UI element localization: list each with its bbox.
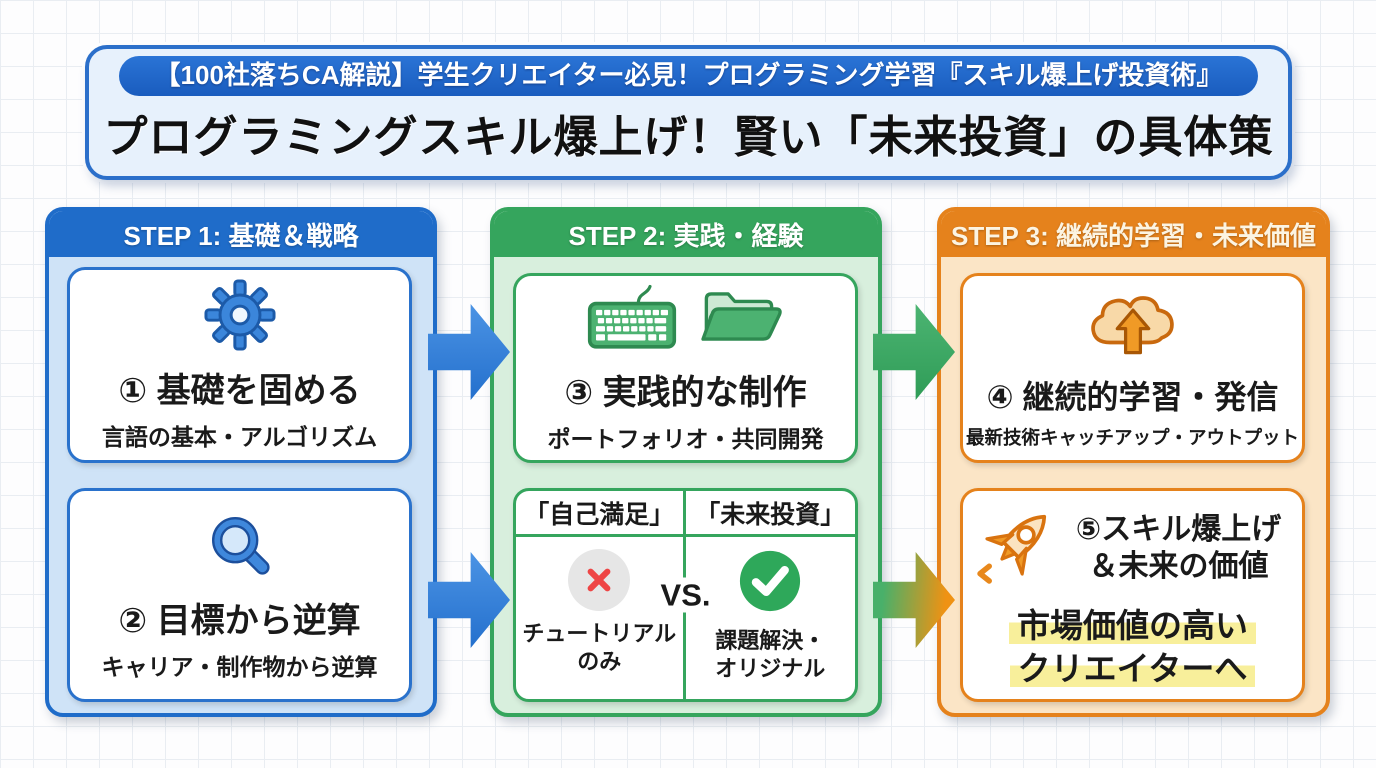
card-build-foundation: ① 基礎を固める 言語の基本・アルゴリズム <box>67 267 412 463</box>
card3-title: ③ 実践的な制作 <box>564 374 807 412</box>
card2-title: ② 目標から逆算 <box>118 602 361 640</box>
page-title: プログラミングスキル爆上げ！賢い「未来投資」の具体策 <box>103 112 1274 162</box>
vs-comparison-table: 「自己満足」 「未来投資」 チュートリアル のみ 課題解決・ <box>513 488 858 702</box>
vs-left-text: チュートリアル のみ <box>522 621 677 674</box>
card4-subtitle: 最新技術キャッチアップ・アウトプット <box>965 426 1299 448</box>
card1-subtitle: 言語の基本・アルゴリズム <box>101 424 378 450</box>
vs-label: VS. <box>655 577 716 613</box>
step3-header: STEP 3: 継続的学習・未来価値 <box>941 211 1326 257</box>
card-continuous-learning: ④ 継続的学習・発信 最新技術キャッチアップ・アウトプット <box>960 273 1305 463</box>
gear-icon <box>203 278 277 357</box>
vs-right-header: 「未来投資」 <box>685 491 855 537</box>
card3-subtitle: ポートフォリオ・共同開発 <box>547 426 824 452</box>
header-badge: 【100社落ちCA解説】学生クリエイター必見！プログラミング学習『スキル爆上げ投… <box>118 56 1259 96</box>
vs-right-cell: 課題解決・ オリジナル <box>686 537 856 699</box>
vs-right-text: 課題解決・ オリジナル <box>715 628 826 681</box>
card-reverse-from-goal: ② 目標から逆算 キャリア・制作物から逆算 <box>67 488 412 702</box>
check-icon <box>738 549 802 618</box>
cloud-upload-icon <box>1081 287 1185 366</box>
vs-left-header: 「自己満足」 <box>516 491 686 537</box>
card4-title: ④ 継続的学習・発信 <box>986 378 1279 415</box>
vs-left-cell: チュートリアル のみ <box>516 537 686 699</box>
cross-icon <box>568 549 631 611</box>
step2-header: STEP 2: 実践・経験 <box>494 211 878 257</box>
card2-subtitle: キャリア・制作物から逆算 <box>101 654 378 680</box>
rocket-icon <box>969 500 1061 597</box>
card-skill-explosion: ⑤スキル爆上げ ＆未来の価値 市場価値の高い クリエイターへ <box>960 488 1305 702</box>
card5-highlight-text: 市場価値の高い クリエイターへ <box>1009 605 1256 691</box>
card1-title: ① 基礎を固める <box>118 372 361 410</box>
magnifier-icon <box>200 508 280 587</box>
keyboard-icon <box>582 282 682 359</box>
card-practical-creation: ③ 実践的な制作 ポートフォリオ・共同開発 <box>513 273 858 463</box>
folder-icon <box>698 284 790 359</box>
step1-header: STEP 1: 基礎＆戦略 <box>49 211 433 257</box>
card5-title: ⑤スキル爆上げ ＆未来の価値 <box>1075 512 1282 584</box>
header-box: 【100社落ちCA解説】学生クリエイター必見！プログラミング学習『スキル爆上げ投… <box>85 45 1292 180</box>
